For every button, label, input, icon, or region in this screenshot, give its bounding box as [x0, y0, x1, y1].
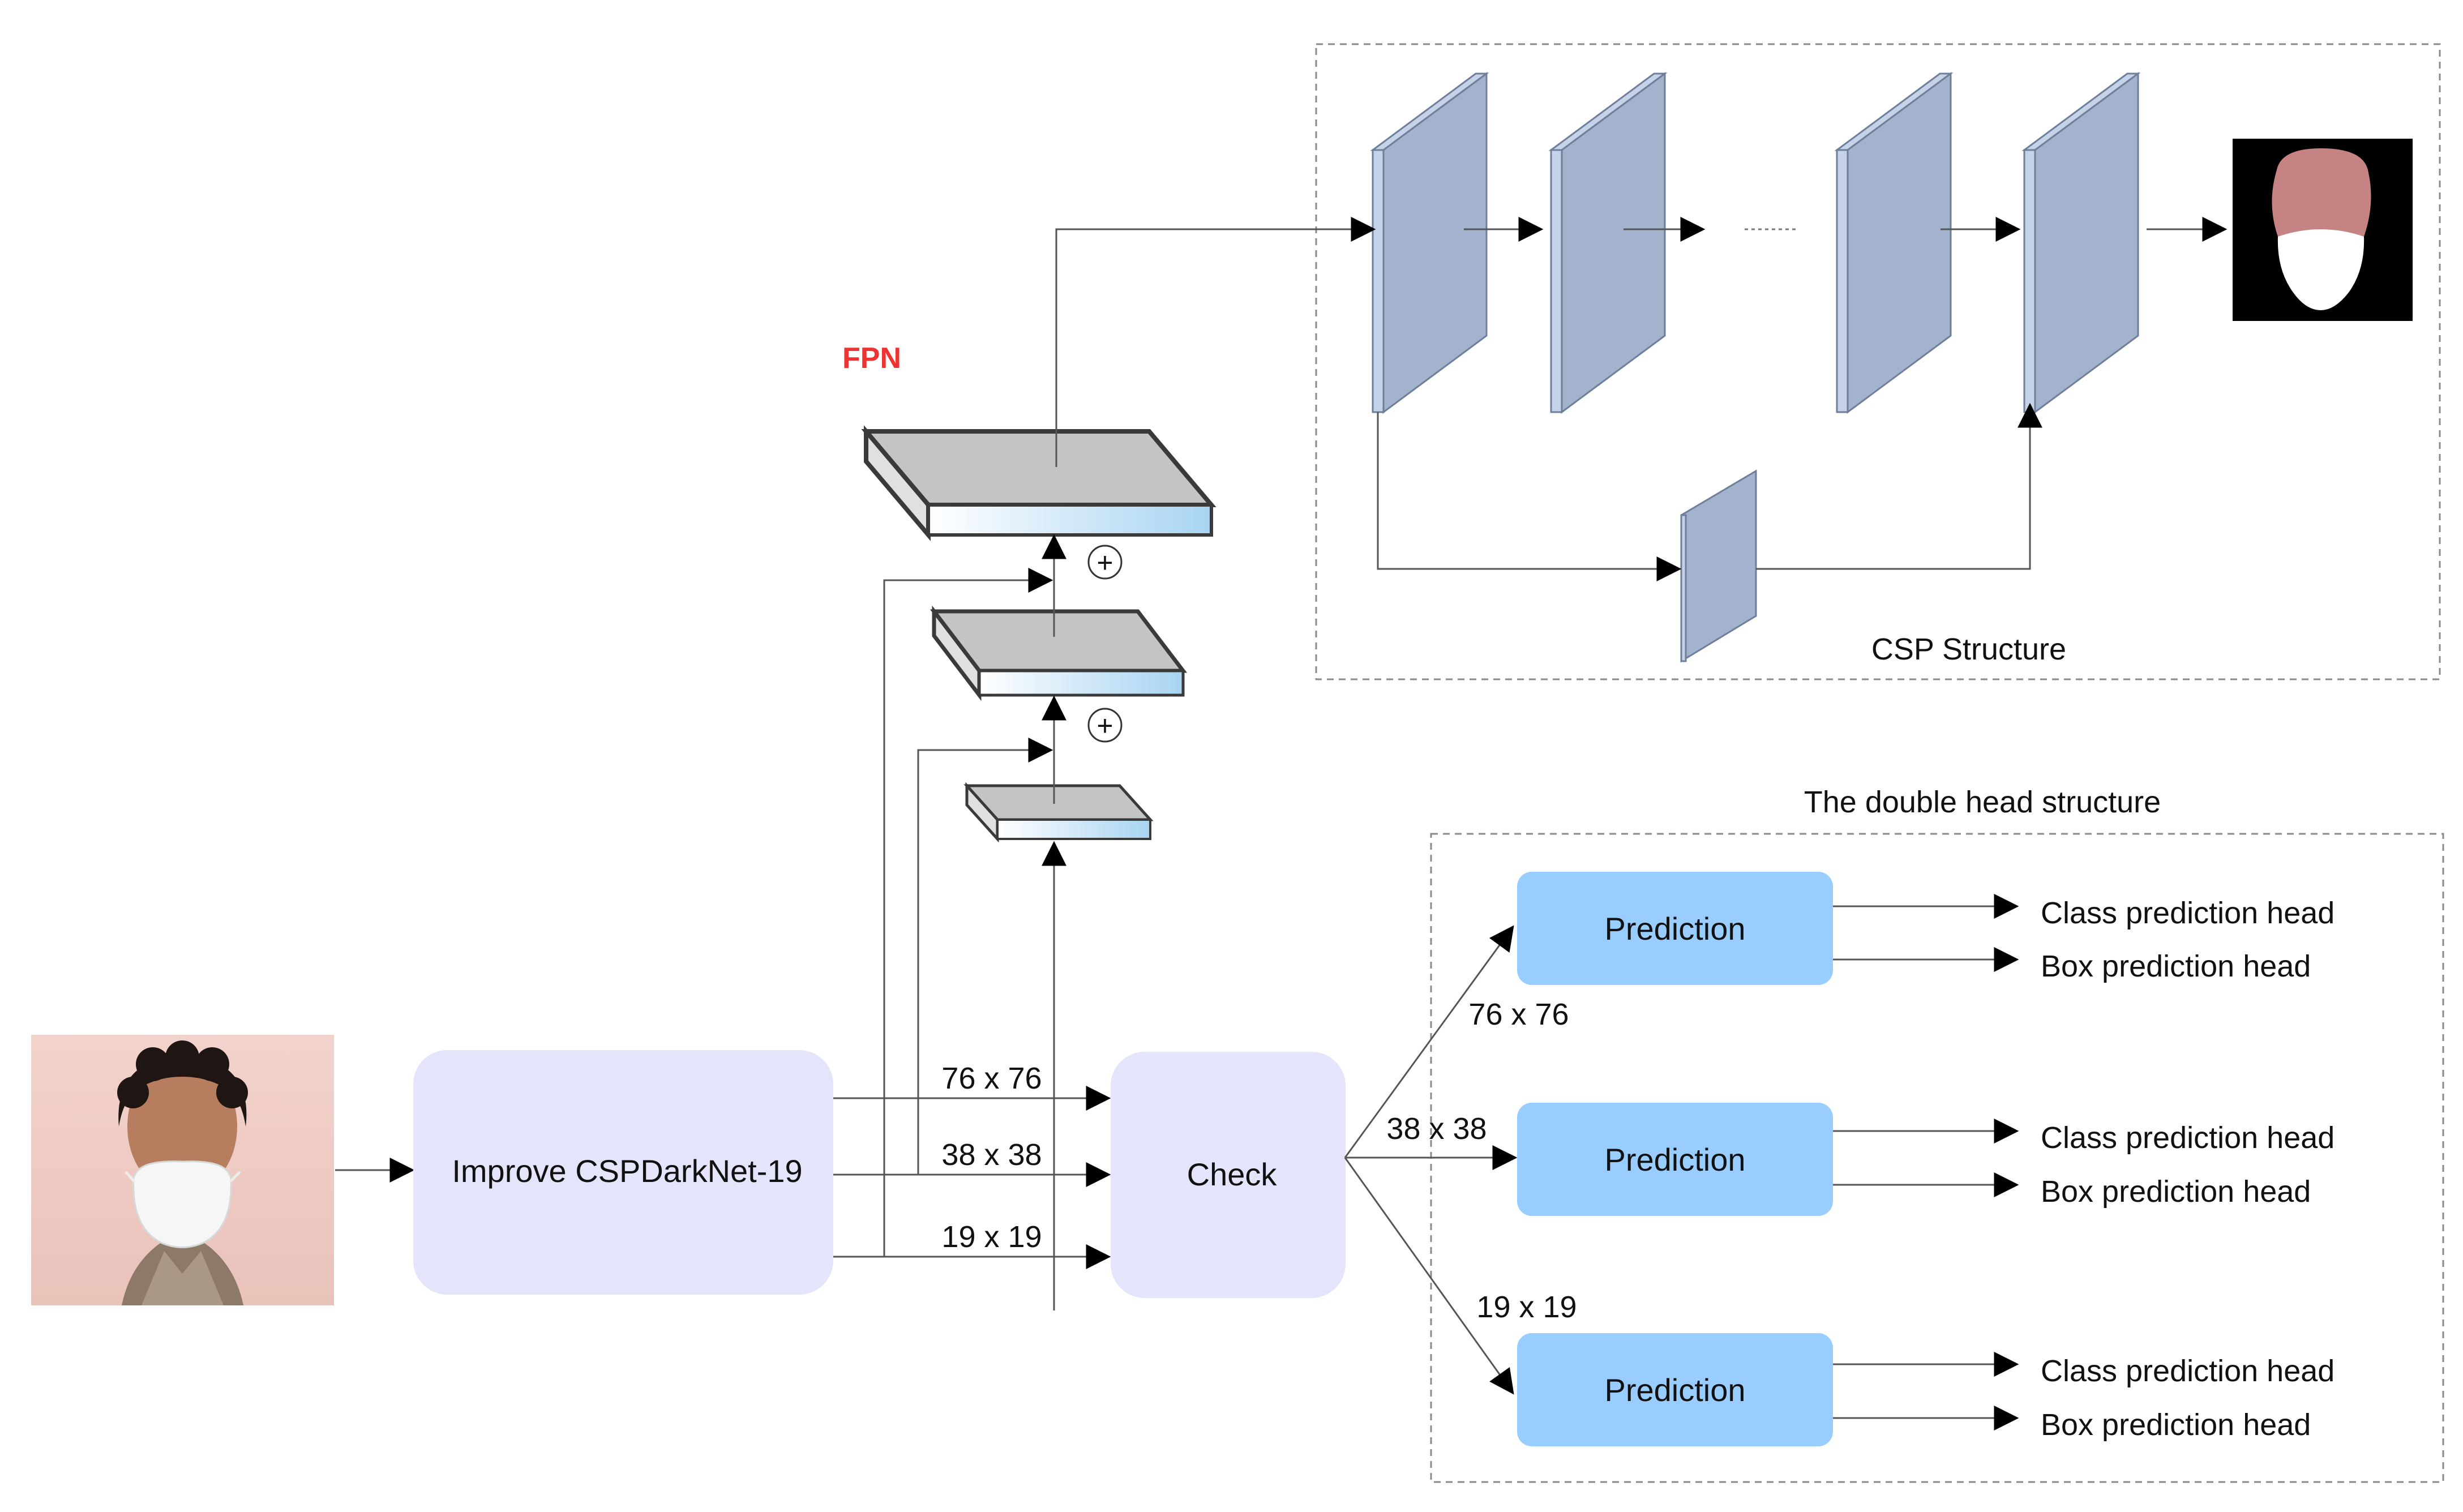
segmentation-output-image [2233, 139, 2413, 321]
prediction-box-3: Prediction [1517, 1333, 1833, 1446]
fpn-medium-block [929, 605, 1188, 701]
pred-1-class-head-label: Class prediction head [2041, 896, 2335, 930]
scale-label-19: 19 x 19 [941, 1220, 1042, 1254]
csp-layer-plate-1 [1370, 72, 1489, 414]
csp-structure: CSP Structure [1315, 43, 2441, 680]
svg-text:+: + [1096, 547, 1113, 579]
arrow-check-to-pred-1 [1344, 925, 1514, 1158]
fpn-lateral-38 [917, 738, 1053, 1175]
prediction-box-2: Prediction [1517, 1103, 1833, 1216]
check-box: Check [1111, 1052, 1346, 1298]
csp-layer-plate-2 [1548, 72, 1668, 414]
pred-1-box-head-label: Box prediction head [2041, 949, 2311, 983]
csp-merge-branch [1756, 402, 2042, 570]
pred-3-scale-label: 19 x 19 [1476, 1290, 1577, 1324]
pred-2-box-head-label: Box prediction head [2041, 1175, 2311, 1209]
csp-structure-border [1315, 43, 2441, 680]
fpn: FPN + + [842, 217, 1376, 1310]
fpn-label: FPN [842, 342, 901, 375]
svg-text:Prediction: Prediction [1604, 1142, 1745, 1177]
csp-layer-plate-4 [2021, 72, 2141, 414]
pred-3-box-head-label: Box prediction head [2041, 1408, 2311, 1442]
csp-layer-plate-3 [1834, 72, 1954, 414]
svg-text:+: + [1096, 710, 1113, 742]
svg-text:Prediction: Prediction [1604, 911, 1745, 946]
backbone-box: Improve CSPDarkNet-19 [413, 1050, 833, 1295]
pred-1-scale-label: 76 x 76 [1468, 997, 1569, 1031]
pred-3-class-head-label: Class prediction head [2041, 1354, 2335, 1388]
add-icon-upper: + [1087, 545, 1123, 580]
backbone-label: Improve CSPDarkNet-19 [452, 1153, 802, 1189]
pred-2-class-head-label: Class prediction head [2041, 1121, 2335, 1155]
add-icon-lower: + [1087, 708, 1123, 743]
double-head-title: The double head structure [1804, 785, 2161, 819]
input-face-image [31, 1035, 334, 1305]
scale-label-76: 76 x 76 [941, 1061, 1042, 1095]
scale-label-38: 38 x 38 [941, 1138, 1042, 1172]
fpn-small-block [963, 782, 1154, 843]
csp-small-plate [1680, 469, 1757, 663]
prediction-box-1: Prediction [1517, 872, 1833, 985]
check-label: Check [1187, 1157, 1278, 1192]
fpn-lateral-19 [883, 568, 1053, 1257]
pred-2-scale-label: 38 x 38 [1386, 1112, 1487, 1146]
fpn-to-csp-line [1055, 217, 1376, 467]
double-head-structure: The double head structure 76 x 76 38 x 3… [1344, 785, 2444, 1483]
arrow-check-to-pred-3 [1344, 1157, 1514, 1395]
fpn-large-block [861, 425, 1216, 541]
csp-skip-branch [1377, 412, 1682, 581]
svg-text:Prediction: Prediction [1604, 1372, 1745, 1408]
csp-structure-title: CSP Structure [1871, 632, 2066, 666]
